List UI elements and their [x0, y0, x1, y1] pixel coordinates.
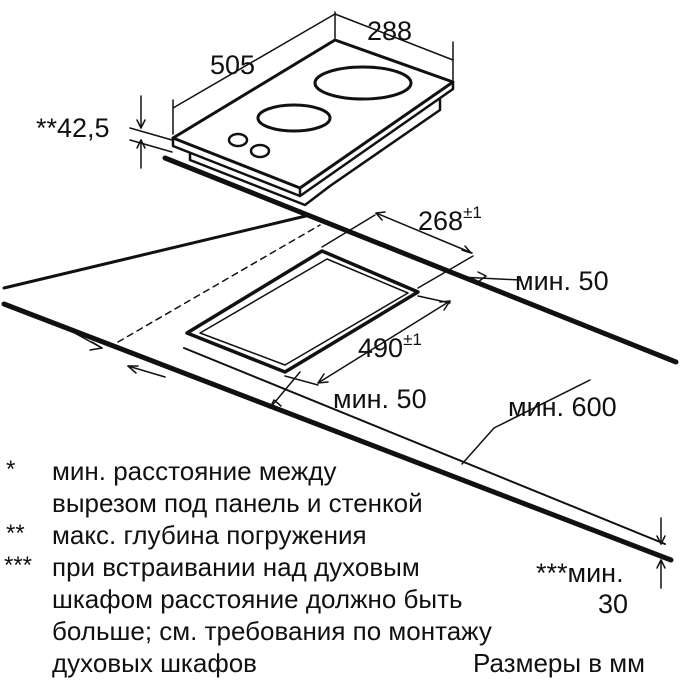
dim-cutout-width-lines	[284, 295, 451, 386]
note-2-mark: **	[6, 520, 25, 547]
dim-cutout-depth-lines	[321, 211, 474, 289]
dim-min-30-lines	[656, 517, 666, 589]
dim-min-back-lines	[459, 271, 521, 283]
units-label: Размеры в мм	[473, 648, 645, 678]
note-3-line-2: шкафом расстояние должно быть	[52, 584, 463, 614]
note-3-line-3: больше; см. требования по монтажу	[52, 616, 492, 646]
note-1-line-2: вырезом под панель и стенкой	[52, 488, 423, 518]
dim-hob-width-lines	[172, 13, 336, 135]
hob-depth-label: 288	[367, 16, 412, 46]
dim-min-front-lines	[59, 324, 166, 378]
cutout-outer	[185, 249, 420, 374]
note-3-line-4: духовых шкафов	[52, 648, 257, 678]
dim-min-600-lines	[269, 371, 591, 465]
cutout-width-value: 490	[358, 333, 403, 363]
countertop-front-edge	[1, 301, 674, 563]
cutout-dashed-extension	[117, 224, 321, 343]
cutout-width-tolerance: ±1	[403, 330, 422, 349]
note-3-line-1: при встраивании над духовым	[52, 552, 420, 582]
hob-burner-small	[256, 103, 332, 133]
min-30-label-line1: ***мин.	[536, 558, 624, 588]
hob-drawing	[171, 38, 455, 207]
countertop-side-edge	[2, 213, 312, 290]
dim-hob-depth-lines	[334, 11, 454, 81]
min-30-label-line2: 30	[598, 589, 628, 619]
wall-line	[183, 347, 666, 545]
min-600-label: мин. 600	[508, 392, 617, 422]
hob-knob-left	[227, 132, 249, 148]
min-back-label: мин. 50	[515, 266, 609, 296]
hob-front-edge	[171, 80, 455, 198]
cutout-inner	[199, 258, 409, 366]
note-2-line-1: макс. глубина погружения	[52, 520, 367, 550]
cutout-width-label: 490±1	[358, 330, 422, 363]
cutout-depth-tolerance: ±1	[463, 203, 482, 222]
footnotes: * мин. расстояние между вырезом под пане…	[4, 456, 492, 678]
note-1-line-1: мин. расстояние между	[52, 456, 336, 486]
wall-line-back	[309, 214, 461, 278]
hob-width-label: 505	[210, 50, 255, 80]
cutout-depth-label: 268±1	[418, 203, 482, 236]
hob-underside	[188, 98, 442, 207]
cutout	[117, 224, 420, 374]
hob-burner-large	[313, 65, 413, 101]
hob-knob-right	[249, 143, 271, 159]
min-front-label: мин. 50	[333, 384, 427, 414]
countertop	[1, 155, 679, 563]
immersion-depth-label: **42,5	[36, 113, 110, 143]
note-1-mark: *	[6, 456, 15, 483]
note-3-mark: ***	[4, 552, 32, 579]
dim-immersion-lines	[129, 95, 173, 169]
cutout-depth-value: 268	[418, 206, 463, 236]
